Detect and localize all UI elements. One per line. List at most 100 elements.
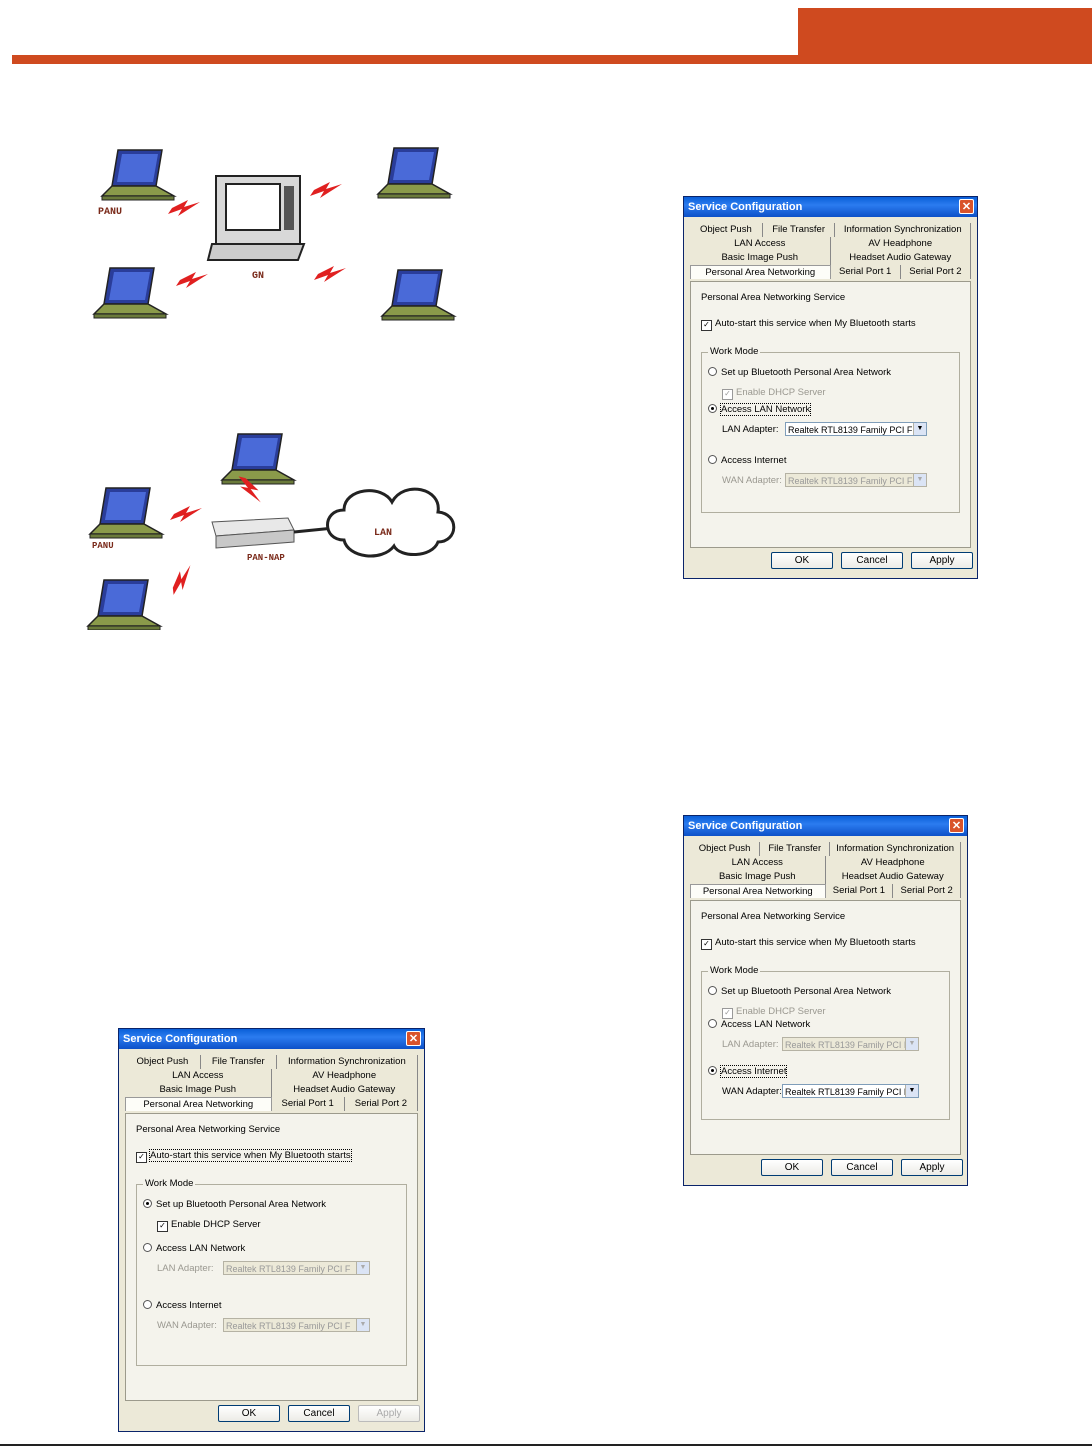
lan-label: LAN (374, 528, 392, 539)
laptop-icon (101, 149, 175, 201)
dialog-title-bar[interactable]: Service Configuration ✕ (684, 816, 967, 836)
autostart-checkbox[interactable]: ✓Auto-start this service when My Bluetoo… (136, 1149, 352, 1163)
radio-pan[interactable]: Set up Bluetooth Personal Area Network (143, 1199, 326, 1210)
nap-label: PAN-NAP (247, 553, 285, 563)
tab-basic-image-push[interactable]: Basic Image Push (690, 251, 831, 265)
radio-lan[interactable]: Access LAN Network (143, 1243, 245, 1254)
gn-label: GN (252, 271, 264, 282)
lan-adapter-select[interactable]: Realtek RTL8139 Family PCI F▼ (782, 1037, 919, 1051)
header-rule (12, 55, 1092, 64)
lan-adapter-label: LAN Adapter: (722, 1039, 779, 1050)
work-mode-group: Work Mode Set up Bluetooth Personal Area… (701, 965, 950, 1120)
tab-object-push[interactable]: Object Push (690, 842, 761, 856)
tab-object-push[interactable]: Object Push (125, 1055, 201, 1069)
work-mode-group: Work Mode Set up Bluetooth Personal Area… (701, 346, 960, 513)
ok-button[interactable]: OK (218, 1405, 280, 1422)
close-icon[interactable]: ✕ (406, 1031, 421, 1046)
tab-file-transfer[interactable]: File Transfer (760, 842, 831, 856)
tab-personal-area-networking[interactable]: Personal Area Networking (125, 1097, 272, 1111)
lan-cloud-icon (326, 487, 456, 558)
radio-icon (143, 1199, 152, 1208)
tab-personal-area-networking[interactable]: Personal Area Networking (690, 265, 831, 279)
close-icon[interactable]: ✕ (949, 818, 964, 833)
dhcp-checkbox[interactable]: ✓Enable DHCP Server (722, 387, 826, 400)
tab-serial-port-2[interactable]: Serial Port 2 (901, 265, 971, 279)
tab-information-synchronization[interactable]: Information Synchronization (835, 223, 971, 237)
tab-row: Object Push File Transfer Information Sy… (690, 842, 961, 856)
tab-row: Personal Area Networking Serial Port 1 S… (690, 884, 961, 898)
tab-headset-audio-gateway[interactable]: Headset Audio Gateway (826, 870, 961, 884)
radio-internet[interactable]: Access Internet (708, 1065, 788, 1078)
service-configuration-dialog: Service Configuration ✕ Object Push File… (683, 815, 968, 1186)
dialog-title-bar[interactable]: Service Configuration ✕ (119, 1029, 424, 1049)
tab-lan-access[interactable]: LAN Access (125, 1069, 272, 1083)
lan-adapter-label: LAN Adapter: (722, 424, 779, 435)
tab-av-headphone[interactable]: AV Headphone (272, 1069, 418, 1083)
apply-button[interactable]: Apply (358, 1405, 420, 1422)
wan-adapter-select[interactable]: Realtek RTL8139 Family PCI F▼ (223, 1318, 370, 1332)
radio-lan[interactable]: Access LAN Network (708, 403, 812, 416)
dialog-title: Service Configuration (688, 820, 803, 832)
tab-serial-port-2[interactable]: Serial Port 2 (893, 884, 961, 898)
cancel-button[interactable]: Cancel (831, 1159, 893, 1176)
chevron-down-icon: ▼ (905, 1085, 918, 1097)
laptop-icon (381, 269, 455, 321)
service-configuration-dialog: Service Configuration ✕ Object Push File… (118, 1028, 425, 1432)
service-heading: Personal Area Networking Service (701, 292, 846, 303)
radio-pan[interactable]: Set up Bluetooth Personal Area Network (708, 986, 891, 997)
ok-button[interactable]: OK (771, 552, 833, 569)
tab-object-push[interactable]: Object Push (690, 223, 763, 237)
close-icon[interactable]: ✕ (959, 199, 974, 214)
wan-adapter-select[interactable]: Realtek RTL8139 Family PCI F▼ (782, 1084, 919, 1098)
tab-av-headphone[interactable]: AV Headphone (831, 237, 971, 251)
tab-row: Basic Image Push Headset Audio Gateway (690, 870, 961, 884)
chevron-down-icon: ▼ (913, 474, 926, 486)
tab-headset-audio-gateway[interactable]: Headset Audio Gateway (831, 251, 971, 265)
dhcp-checkbox[interactable]: ✓Enable DHCP Server (722, 1006, 826, 1019)
tab-information-synchronization[interactable]: Information Synchronization (830, 842, 961, 856)
autostart-checkbox[interactable]: ✓Auto-start this service when My Bluetoo… (701, 318, 916, 331)
dhcp-checkbox[interactable]: ✓Enable DHCP Server (157, 1219, 261, 1232)
panu-label: PANU (92, 541, 114, 551)
check-icon: ✓ (136, 1152, 147, 1163)
tab-lan-access[interactable]: LAN Access (690, 856, 826, 870)
radio-icon (708, 1019, 717, 1028)
dialog-title: Service Configuration (123, 1033, 238, 1045)
work-mode-legend: Work Mode (143, 1178, 196, 1189)
tab-basic-image-push[interactable]: Basic Image Push (125, 1083, 272, 1097)
service-heading: Personal Area Networking Service (701, 911, 846, 922)
radio-internet[interactable]: Access Internet (708, 455, 786, 466)
radio-icon (708, 1066, 717, 1075)
tab-headset-audio-gateway[interactable]: Headset Audio Gateway (272, 1083, 418, 1097)
radio-lan[interactable]: Access LAN Network (708, 1019, 810, 1030)
radio-icon (708, 986, 717, 995)
tab-serial-port-1[interactable]: Serial Port 1 (272, 1097, 345, 1111)
radio-pan[interactable]: Set up Bluetooth Personal Area Network (708, 367, 891, 378)
autostart-checkbox[interactable]: ✓Auto-start this service when My Bluetoo… (701, 937, 916, 950)
tab-lan-access[interactable]: LAN Access (690, 237, 831, 251)
lan-adapter-select[interactable]: Realtek RTL8139 Family PCI F▼ (223, 1261, 370, 1275)
tab-information-synchronization[interactable]: Information Synchronization (277, 1055, 419, 1069)
cancel-button[interactable]: Cancel (288, 1405, 350, 1422)
cancel-button[interactable]: Cancel (841, 552, 903, 569)
check-icon: ✓ (157, 1221, 168, 1232)
laptop-icon (377, 147, 451, 199)
tab-serial-port-2[interactable]: Serial Port 2 (345, 1097, 418, 1111)
tab-file-transfer[interactable]: File Transfer (763, 223, 836, 237)
tab-av-headphone[interactable]: AV Headphone (826, 856, 961, 870)
dialog-title-bar[interactable]: Service Configuration ✕ (684, 197, 977, 217)
tab-personal-area-networking[interactable]: Personal Area Networking (690, 884, 826, 898)
lan-adapter-select[interactable]: Realtek RTL8139 Family PCI F▼ (785, 422, 927, 436)
tab-row: Object Push File Transfer Information Sy… (125, 1055, 419, 1069)
apply-button[interactable]: Apply (901, 1159, 963, 1176)
tab-serial-port-1[interactable]: Serial Port 1 (826, 884, 894, 898)
tab-basic-image-push[interactable]: Basic Image Push (690, 870, 826, 884)
footer-rule (0, 1444, 1092, 1446)
tab-file-transfer[interactable]: File Transfer (201, 1055, 277, 1069)
apply-button[interactable]: Apply (911, 552, 973, 569)
radio-internet[interactable]: Access Internet (143, 1300, 221, 1311)
ok-button[interactable]: OK (761, 1159, 823, 1176)
wan-adapter-select[interactable]: Realtek RTL8139 Family PCI F▼ (785, 473, 927, 487)
tab-serial-port-1[interactable]: Serial Port 1 (831, 265, 901, 279)
tab-row: LAN Access AV Headphone (125, 1069, 418, 1083)
